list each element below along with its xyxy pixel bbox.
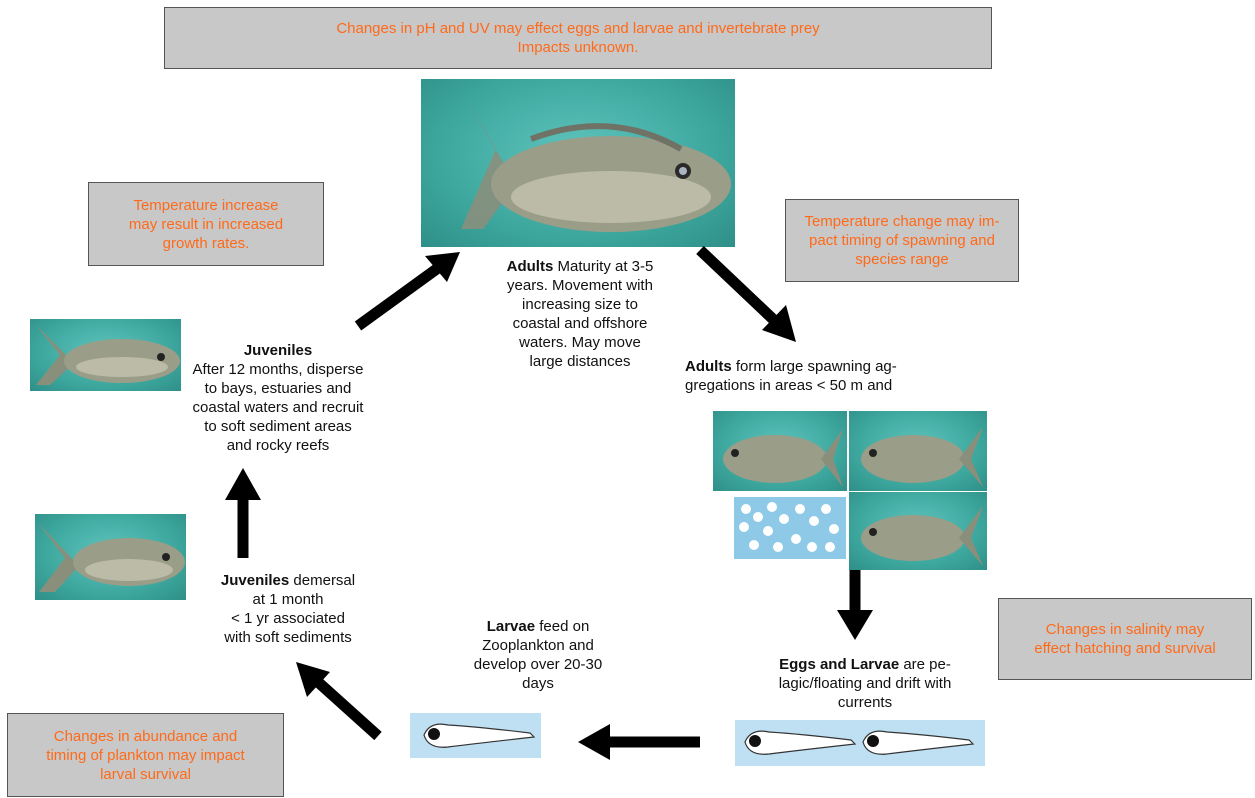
larvae-text: Larvae feed on Zooplankton and develop o… [448,617,628,693]
adults-spawn-line2: gregations in areas < 50 m and [685,377,893,394]
snapper-fish-icon [723,429,843,487]
temp-spawn-line2: pact timing of spawning and [809,232,995,249]
fish-larva-icon [744,730,975,755]
spawning-fish-photo-1 [713,411,847,491]
adults-maturity-text: Adults Maturity at 3-5 years. Movement w… [470,257,690,371]
temperature-spawning-box: Temperature change may im- pact timing o… [785,199,1019,282]
larvae-line4: days [522,675,554,692]
arrow-adults-to-spawning [696,246,796,342]
temperature-growth-box: Temperature increase may result in incre… [88,182,324,266]
larvae-line1: feed on [535,618,590,635]
arrow-juveniles-to-adults [354,252,460,331]
juveniles-12-line3: to bays, estuaries and [204,380,352,397]
temp-spawn-line3: species range [855,251,949,268]
juveniles-demersal-heading: Juveniles [220,572,290,589]
juveniles-demersal-line4: with soft sediments [224,629,352,646]
adults-line3: increasing size to [522,296,638,313]
eggs-larvae-heading: Eggs and Larvae [779,656,900,673]
adults-spawning-text: Adults form large spawning ag- gregation… [685,357,985,395]
adults-spawn-line1: form large spawning ag- [731,358,897,375]
juveniles-12-months-text: Juveniles After 12 months, disperse to b… [172,341,384,455]
eggs-larvae-line3: currents [837,694,893,711]
temp-growth-line2: may result in increased [128,215,284,233]
spawning-fish-photo-2 [849,411,987,491]
juveniles-demersal-line3: < 1 yr associated [231,610,345,627]
juveniles-demersal-line1: demersal [289,572,356,589]
ph-uv-impact-box: Changes in pH and UV may effect eggs and… [164,7,992,69]
juveniles-12-line6: and rocky reefs [226,437,330,454]
larvae-image [410,713,541,758]
eggs-larvae-image [735,720,985,766]
juveniles-12-heading: Juveniles [243,342,313,359]
juvenile-fish-icon [36,325,180,385]
juveniles-12-line2: After 12 months, disperse [192,361,364,378]
salinity-line2: effect hatching and survival [1034,640,1216,657]
arrow-eggs-to-larvae [578,724,700,760]
temp-growth-line1: Temperature increase [133,196,279,214]
juveniles-demersal-line2: at 1 month [252,591,324,608]
juveniles-demersal-text: Juveniles demersal at 1 month < 1 yr ass… [178,571,398,647]
ph-uv-line1: Changes in pH and UV may effect eggs and… [336,20,820,37]
salinity-box: Changes in salinity may effect hatching … [998,598,1252,680]
juvenile-fish-photo-lower [35,514,186,600]
juvenile-fish-icon [39,524,185,592]
eggs-photo [734,497,846,559]
larvae-line3: develop over 20-30 [473,656,603,673]
adults-line6: large distances [529,353,631,370]
ph-uv-line2: Impacts unknown. [517,39,639,56]
snapper-fish-icon [461,91,731,232]
adult-fish-photo [421,79,735,247]
eggs-larvae-line1: are pe- [899,656,951,673]
juveniles-12-line4: coastal waters and recruit [192,399,364,416]
plankton-line3: larval survival [100,765,191,783]
adults-line2: years. Movement with [507,277,653,294]
eggs-larvae-line2: lagic/floating and drift with [778,675,952,692]
salinity-line1: Changes in salinity may [1045,621,1205,638]
adults-line1: Maturity at 3-5 [553,258,654,275]
plankton-line2: timing of plankton may impact [46,746,245,764]
adults-line5: waters. May move [519,334,641,351]
plankton-box: Changes in abundance and timing of plank… [7,713,284,797]
adults-spawn-heading: Adults [685,358,732,375]
arrow-demersal-to-dispersal [225,468,261,558]
arrow-larvae-to-juveniles [296,662,382,741]
arrow-spawning-to-eggs [837,570,873,640]
spawning-fish-photo-3 [849,492,987,570]
snapper-fish-icon [861,506,983,566]
juvenile-fish-photo-upper [30,319,181,391]
snapper-fish-icon [861,427,983,487]
eggs-larvae-text: Eggs and Larvae are pe- lagic/floating a… [740,655,990,712]
temp-spawn-line1: Temperature change may im- [804,213,1000,230]
fish-larva-icon [423,723,536,748]
temp-growth-line3: growth rates. [162,234,250,252]
larvae-heading: Larvae [486,618,536,635]
adults-line4: coastal and offshore [512,315,648,332]
juveniles-12-line5: to soft sediment areas [204,418,352,435]
adults-heading: Adults [506,258,554,275]
fish-eggs-icon [739,502,839,552]
plankton-line1: Changes in abundance and [53,727,238,745]
larvae-line2: Zooplankton and [482,637,594,654]
